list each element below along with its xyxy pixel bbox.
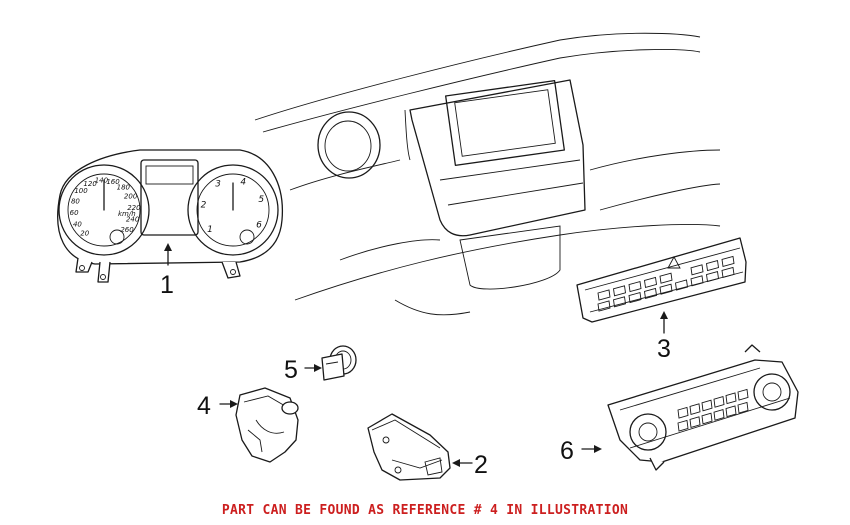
switch-panel-button <box>597 300 611 312</box>
tachometer-tick-label: 4 <box>240 177 246 187</box>
switch-panel-button <box>597 289 611 301</box>
switch-panel-button <box>659 283 673 295</box>
climate-button <box>713 409 725 421</box>
tachometer-tick-label: 2 <box>201 200 207 210</box>
speedometer-tick-label: 120 <box>83 180 97 188</box>
speedometer-tick-label: 260 <box>120 226 134 234</box>
speedometer-tick-label: 100 <box>74 187 88 195</box>
climate-button <box>725 392 737 405</box>
switch-panel-button <box>659 272 673 284</box>
tachometer-tick-label: 1 <box>207 225 213 235</box>
callout-4: 4 <box>197 392 211 420</box>
speedometer-tick-label: 160 <box>106 178 120 186</box>
speedometer-tick-label: 20 <box>80 230 89 238</box>
switch-panel-button <box>628 281 642 293</box>
climate-button <box>737 388 749 401</box>
speedometer-tick-label: 60 <box>70 209 79 217</box>
switch-panel-button <box>705 260 720 272</box>
speedometer-tick-label: 220 <box>127 204 141 212</box>
climate-button <box>725 405 737 418</box>
speedometer-tick-label: 80 <box>71 198 80 206</box>
dashboard-outline <box>254 32 721 316</box>
small-switch <box>304 345 357 381</box>
callout-1: 1 <box>160 271 174 299</box>
speedometer-tick-label: 180 <box>117 184 131 192</box>
switch-panel-button <box>612 296 627 308</box>
climate-control-panel <box>581 344 799 471</box>
switch-panel-button <box>690 275 704 287</box>
tachometer-tick-label: 6 <box>256 221 262 231</box>
switch-panel-buttons <box>597 255 735 312</box>
callout-5: 5 <box>284 356 298 384</box>
callout-6: 6 <box>560 437 574 465</box>
switch-panel-button <box>690 264 704 276</box>
tachometer-tick-label: 3 <box>215 180 221 190</box>
climate-button <box>701 399 713 412</box>
switch-module-2 <box>367 413 473 481</box>
switch-panel-button <box>705 271 720 283</box>
center-switch-panel <box>576 237 747 334</box>
climate-button <box>713 396 725 408</box>
speedometer-tick-label: 240 <box>126 216 140 224</box>
switch-panel-button <box>643 287 658 299</box>
switch-panel-button <box>721 255 735 267</box>
switch-panel-button <box>628 292 642 304</box>
speedometer-tick-label: 200 <box>124 193 138 201</box>
switch-panel-button <box>721 266 735 278</box>
speedometer-unit: km/h <box>118 210 136 218</box>
climate-button <box>677 419 689 432</box>
climate-buttons <box>677 388 749 432</box>
climate-button <box>689 416 701 428</box>
speedometer-tick-label: 40 <box>73 220 82 228</box>
headlight-switch <box>219 387 299 463</box>
climate-button <box>677 406 689 419</box>
climate-button <box>701 412 713 425</box>
tachometer-tick-label: 5 <box>258 195 264 205</box>
switch-panel-button <box>612 285 627 297</box>
callout-3: 3 <box>657 335 671 363</box>
climate-button <box>737 401 749 414</box>
caption-note: PART CAN BE FOUND AS REFERENCE # 4 IN IL… <box>221 503 629 518</box>
climate-button <box>689 403 701 415</box>
switch-panel-button <box>674 279 689 291</box>
callout-2: 2 <box>474 451 488 479</box>
speedometer-tick-label: 140 <box>95 177 109 185</box>
switch-panel-button <box>643 276 658 288</box>
